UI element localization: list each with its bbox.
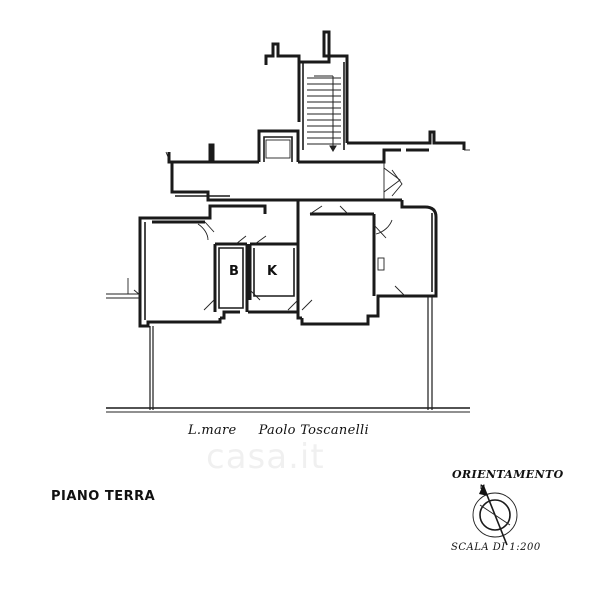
compass-icon: N [472, 484, 518, 546]
street-label: L.mare Paolo Toscanelli [188, 423, 369, 438]
room-label-k: K [267, 264, 278, 279]
staircase [307, 75, 341, 152]
room-label-b: B [229, 264, 239, 279]
orientation-label: ORIENTAMENTO [452, 468, 564, 481]
stair-tower [257, 30, 349, 162]
apartment-outline [138, 200, 438, 328]
svg-text:N: N [480, 484, 485, 491]
floor-label: PIANO TERRA [51, 489, 156, 504]
scale-label: SCALA DI 1:200 [451, 542, 541, 553]
interior-partitions [133, 205, 406, 312]
ground-lines [106, 149, 470, 413]
street-prefix: L.mare [188, 423, 237, 438]
landing-corridor [167, 130, 466, 202]
street-name: Paolo Toscanelli [258, 423, 369, 438]
